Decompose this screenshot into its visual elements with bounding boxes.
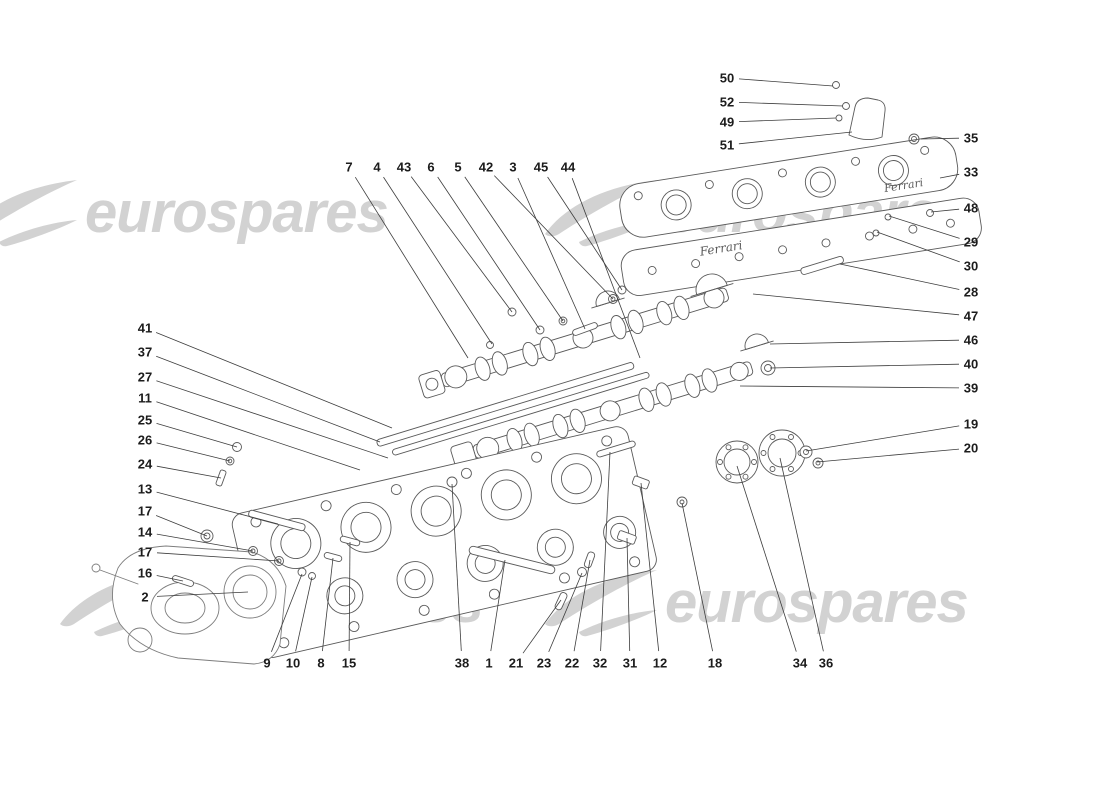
timing-case-front xyxy=(91,545,287,665)
stud-1 xyxy=(468,545,556,575)
leader-line-34 xyxy=(736,465,797,652)
leader-line-28 xyxy=(839,263,960,290)
washer-20 xyxy=(812,457,824,469)
leader-line-47 xyxy=(752,293,960,316)
leader-line-1 xyxy=(490,559,506,652)
camshaft-exhaust xyxy=(450,361,754,470)
chain-guides xyxy=(376,362,650,456)
leader-line-16 xyxy=(156,575,184,582)
bolt-21 xyxy=(554,592,568,611)
washer-14 xyxy=(248,546,258,556)
leader-line-17 xyxy=(156,552,280,562)
leader-line-4 xyxy=(383,176,493,345)
leader-line-26 xyxy=(156,442,231,462)
washer-19 xyxy=(799,445,813,459)
leader-line-37 xyxy=(156,355,381,443)
hardware-left xyxy=(171,442,306,587)
leader-line-23 xyxy=(548,572,583,653)
camshaft-intake xyxy=(418,287,729,399)
leader-line-50 xyxy=(738,78,834,87)
nut-25 xyxy=(232,442,242,452)
gasket-34 xyxy=(715,440,759,484)
dowel-31 xyxy=(616,530,637,545)
leader-line-32 xyxy=(600,451,611,652)
leader-line-20 xyxy=(816,448,960,463)
leader-line-14 xyxy=(156,533,254,552)
washer-9 xyxy=(297,567,307,577)
leader-line-21 xyxy=(522,599,562,654)
seal-ring-2 xyxy=(223,565,277,619)
leader-line-43 xyxy=(410,176,513,313)
leader-line-13 xyxy=(156,491,279,525)
leader-line-25 xyxy=(156,423,238,448)
leader-line-6 xyxy=(437,176,541,331)
dowel-12 xyxy=(631,475,650,490)
stud-22 xyxy=(583,551,596,569)
leader-line-41 xyxy=(155,332,393,429)
leader-line-9 xyxy=(271,573,303,652)
washer-26 xyxy=(225,456,235,466)
leader-line-42 xyxy=(494,175,614,300)
leader-line-3 xyxy=(517,177,586,330)
leader-line-5 xyxy=(464,176,564,322)
leader-lines-layer xyxy=(155,78,960,654)
leader-line-2 xyxy=(156,591,249,597)
leader-line-33 xyxy=(939,173,960,179)
leader-line-17 xyxy=(155,515,208,537)
watermark xyxy=(0,180,388,247)
leader-line-22 xyxy=(573,559,591,652)
leader-line-45 xyxy=(547,176,623,291)
leader-line-40 xyxy=(769,363,960,369)
flange-36 xyxy=(758,429,806,477)
bearing-cap-47 xyxy=(690,273,734,297)
rod-32 xyxy=(596,440,636,458)
leader-line-18 xyxy=(681,502,713,652)
leader-line-31 xyxy=(626,537,631,652)
leader-line-48 xyxy=(930,208,960,213)
leader-line-24 xyxy=(156,465,222,479)
nut-17a xyxy=(200,529,214,543)
leader-line-30 xyxy=(876,231,960,263)
leader-line-12 xyxy=(640,482,660,652)
leader-line-19 xyxy=(805,425,960,452)
leader-line-38 xyxy=(451,483,462,652)
leader-line-29 xyxy=(888,215,960,239)
leader-line-39 xyxy=(739,385,960,389)
leader-line-11 xyxy=(156,401,361,471)
bearing-cap-46 xyxy=(740,333,774,352)
nut-35 xyxy=(908,133,920,145)
bearing-cap-45 xyxy=(591,290,625,309)
stud-28 xyxy=(800,255,844,275)
cam-cover-upper: Ferrari xyxy=(619,136,959,238)
leader-line-49 xyxy=(738,117,837,122)
leader-line-51 xyxy=(738,131,853,145)
stud-15 xyxy=(339,535,361,547)
stud-8 xyxy=(323,551,343,563)
washer-23 xyxy=(577,567,587,577)
cover-brand-upper: Ferrari xyxy=(882,176,924,195)
leader-line-35 xyxy=(920,137,960,140)
washer-10 xyxy=(308,572,316,580)
stud-48 xyxy=(926,209,934,217)
leader-line-27 xyxy=(156,380,389,459)
cover-brand-lower: Ferrari xyxy=(698,238,744,259)
leader-line-15 xyxy=(348,541,351,652)
engine-drawing: Ferrari Ferrari xyxy=(91,81,982,665)
cover-bracket xyxy=(832,81,886,140)
leader-line-7 xyxy=(354,176,469,359)
hardware-bottom xyxy=(297,440,688,611)
leader-line-8 xyxy=(322,557,334,652)
leader-line-44 xyxy=(571,178,641,359)
leader-line-46 xyxy=(769,339,960,345)
nut-18 xyxy=(676,496,688,508)
leader-line-10 xyxy=(295,576,313,652)
leader-line-52 xyxy=(738,102,844,107)
leader-line-36 xyxy=(779,457,824,652)
